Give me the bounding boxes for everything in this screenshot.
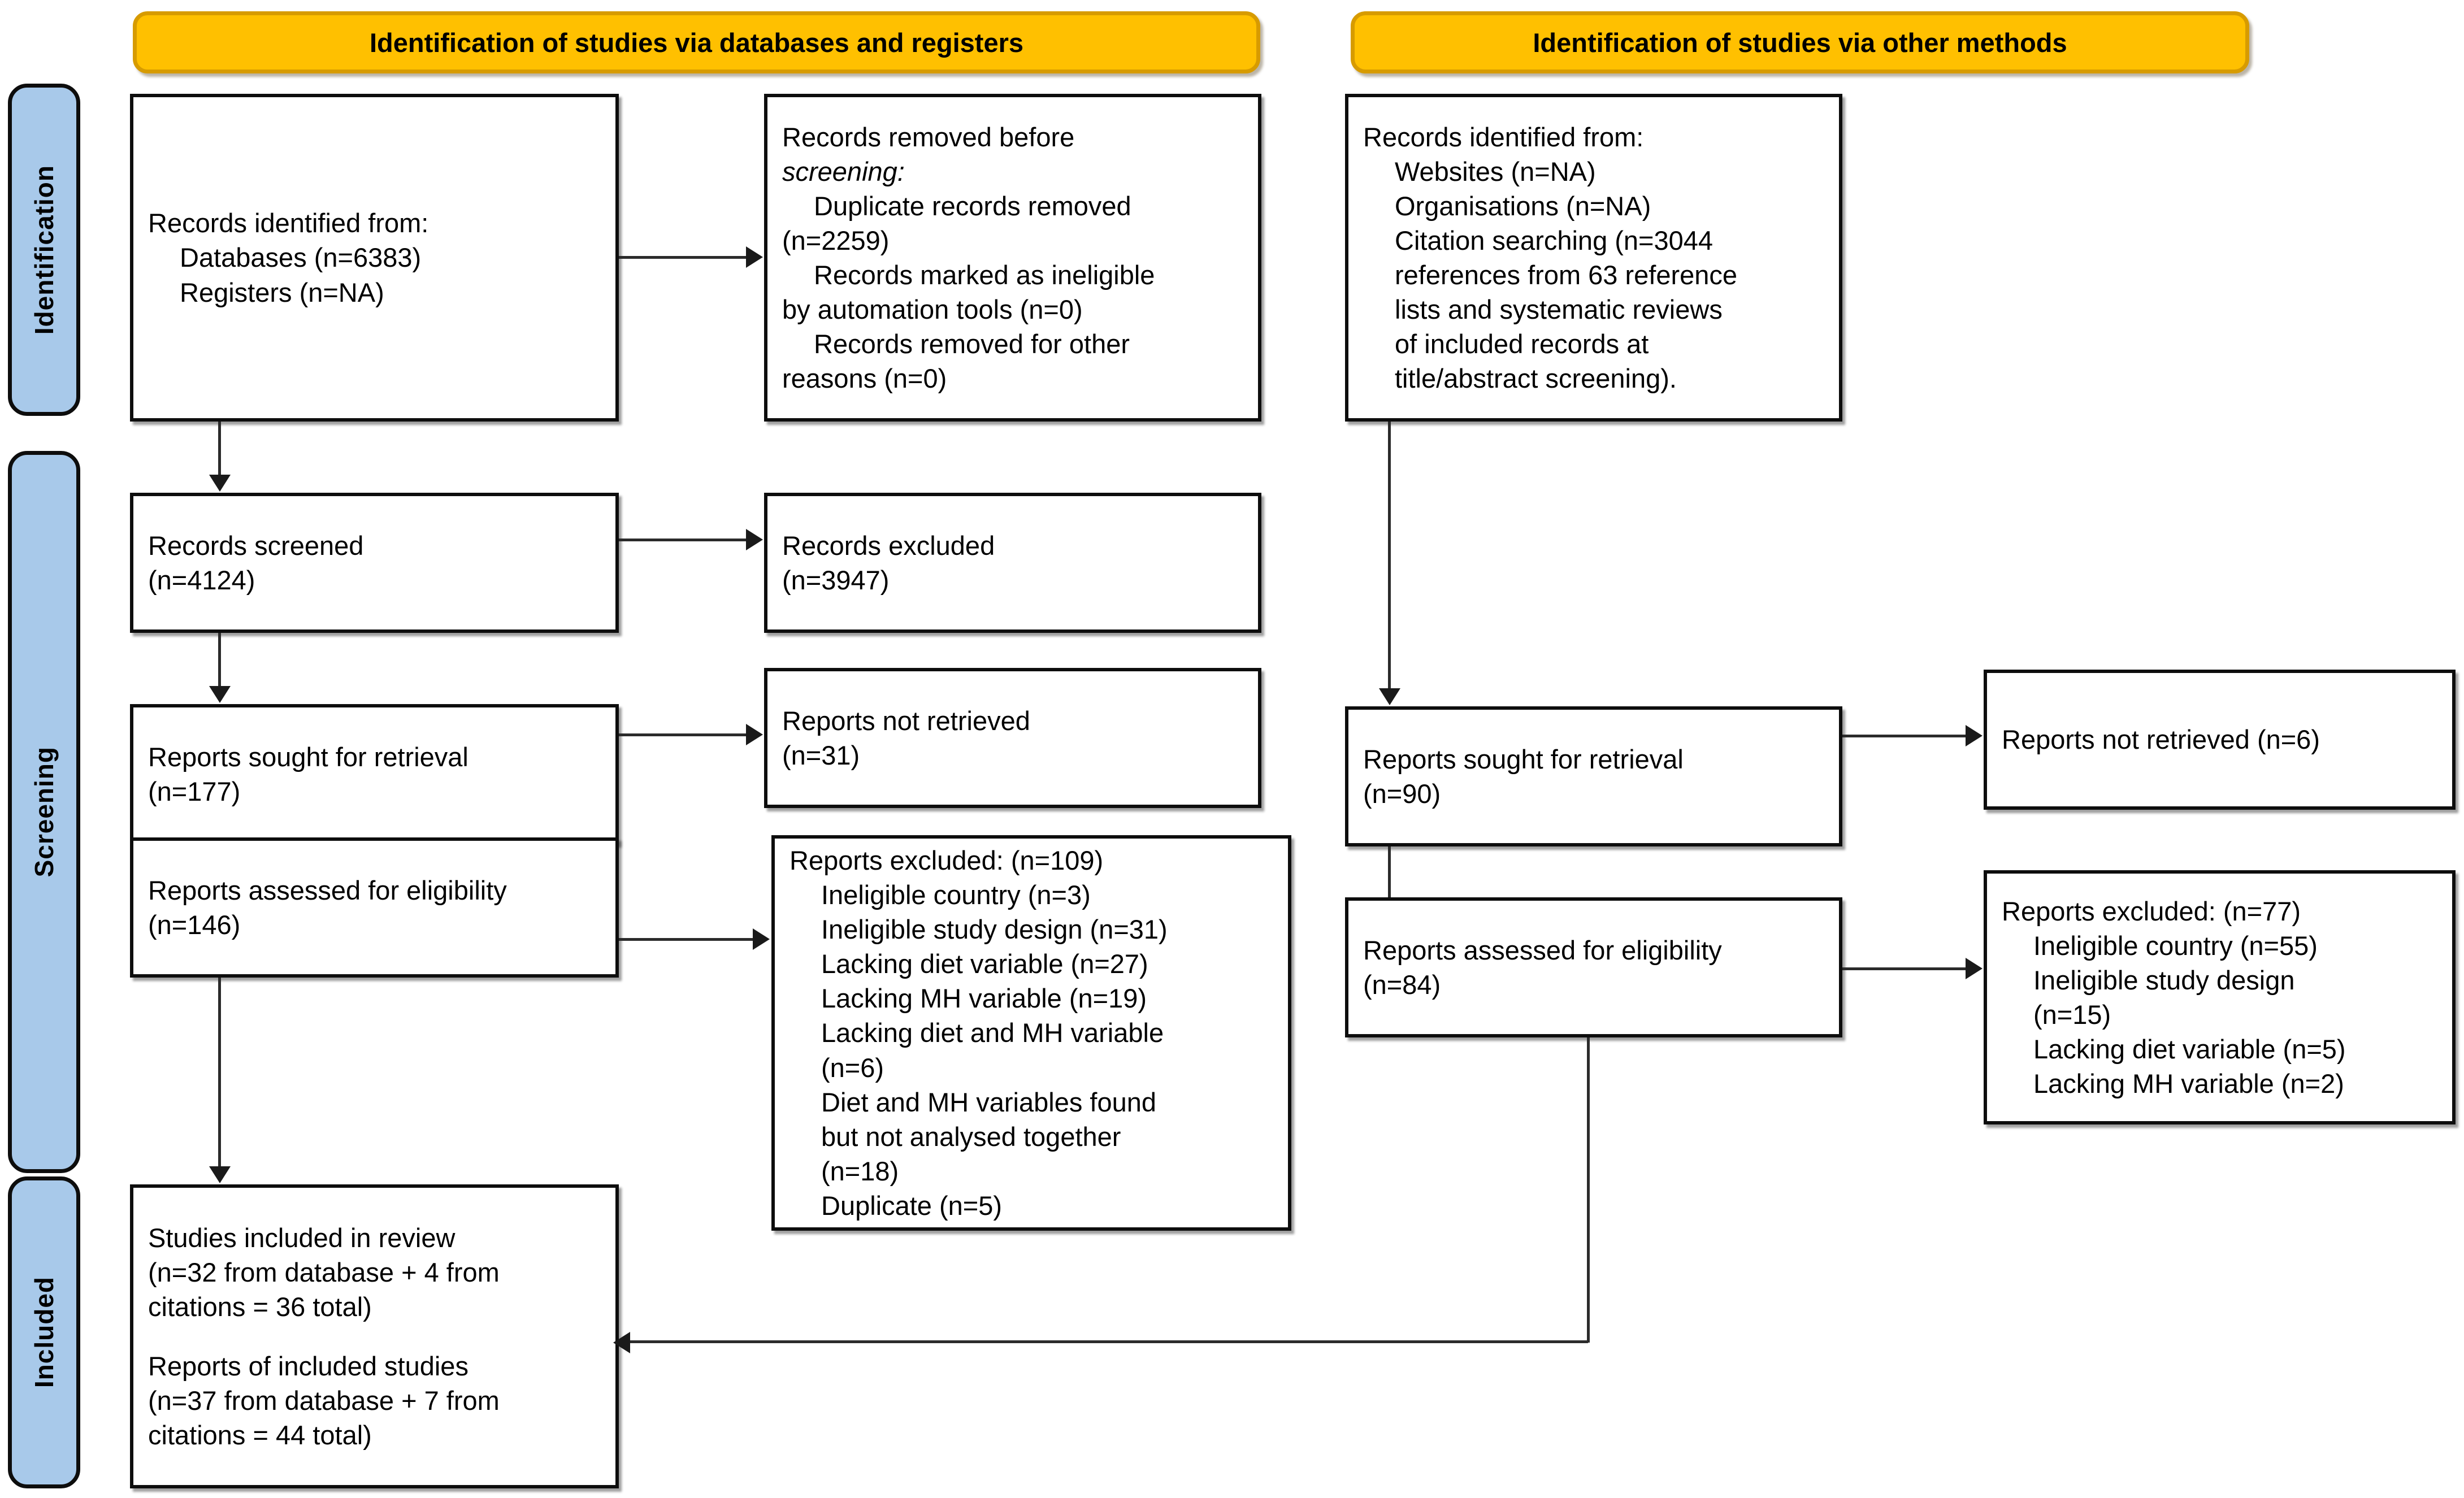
box-studies-included-in-review: Studies included in review (n=32 from da… bbox=[130, 1184, 619, 1488]
phase-included: Included bbox=[8, 1176, 80, 1488]
connector-identified-to-screened bbox=[218, 422, 221, 478]
header-other-methods: Identification of studies via other meth… bbox=[1351, 11, 2249, 73]
box-records-identified-databases: Records identified from: Databases (n=63… bbox=[130, 94, 619, 422]
connector-other-identified-to-sought bbox=[1388, 422, 1391, 692]
box-reports-excluded-databases: Reports excluded: (n=109) Ineligible cou… bbox=[771, 835, 1291, 1231]
records-identified-other-methods-text: Records identified from: Websites (n=NA)… bbox=[1363, 121, 1738, 394]
box-records-screened: Records screened (n=4124) bbox=[130, 493, 619, 633]
connector-screened-to-sought bbox=[218, 633, 221, 689]
connector-other-assessed-down bbox=[1587, 1037, 1590, 1343]
header-other-methods-label: Identification of studies via other meth… bbox=[1533, 27, 2067, 58]
records-removed-before-screening-text: Records removed before screening: Duplic… bbox=[782, 121, 1155, 394]
connector-other-sought-to-not-retrieved bbox=[1842, 735, 1968, 737]
box-reports-excluded-other: Reports excluded: (n=77) Ineligible coun… bbox=[1984, 870, 2456, 1124]
reports-not-retrieved-databases-text: Reports not retrieved (n=31) bbox=[782, 705, 1030, 770]
box-records-identified-other-methods: Records identified from: Websites (n=NA)… bbox=[1345, 94, 1842, 422]
studies-included-in-review-text: Studies included in review (n=32 from da… bbox=[133, 1221, 615, 1453]
arrowhead-identified-to-screened bbox=[209, 475, 231, 492]
connector-assessed-to-included bbox=[218, 978, 221, 1170]
arrowhead-other-assessed-to-included bbox=[613, 1332, 630, 1353]
arrowhead-other-assessed-to-excluded bbox=[1966, 958, 1983, 979]
connector-sought-to-not-retrieved bbox=[619, 733, 748, 736]
phase-screening-label: Screening bbox=[29, 746, 59, 878]
box-reports-sought-databases: Reports sought for retrieval (n=177) bbox=[130, 704, 619, 844]
reports-sought-other-text: Reports sought for retrieval (n=90) bbox=[1363, 744, 1684, 809]
reports-not-retrieved-other-text: Reports not retrieved (n=6) bbox=[2002, 724, 2320, 755]
arrowhead-screened-to-sought bbox=[209, 686, 231, 703]
arrowhead-identified-to-removed bbox=[746, 246, 763, 268]
reports-excluded-other-text: Reports excluded: (n=77) Ineligible coun… bbox=[2002, 896, 2346, 1099]
reports-excluded-databases-text: Reports excluded: (n=109) Ineligible cou… bbox=[789, 845, 1168, 1221]
box-reports-not-retrieved-other: Reports not retrieved (n=6) bbox=[1984, 670, 2456, 810]
arrowhead-screened-to-excluded bbox=[746, 529, 763, 550]
studies-included-spacer bbox=[148, 1324, 606, 1349]
connector-other-assessed-to-included bbox=[627, 1340, 1588, 1343]
reports-assessed-databases-text: Reports assessed for eligibility (n=146) bbox=[148, 875, 507, 940]
box-records-excluded: Records excluded (n=3947) bbox=[764, 493, 1261, 633]
box-reports-sought-other: Reports sought for retrieval (n=90) bbox=[1345, 706, 1842, 846]
header-databases-registers: Identification of studies via databases … bbox=[133, 11, 1260, 73]
connector-assessed-to-excluded bbox=[619, 938, 754, 941]
box-records-removed-before-screening: Records removed before screening: Duplic… bbox=[764, 94, 1261, 422]
phase-identification-label: Identification bbox=[29, 164, 59, 335]
arrowhead-assessed-to-excluded bbox=[753, 928, 770, 950]
arrowhead-other-sought-to-not-retrieved bbox=[1966, 725, 1983, 746]
phase-screening: Screening bbox=[8, 451, 80, 1173]
box-reports-not-retrieved-databases: Reports not retrieved (n=31) bbox=[764, 668, 1261, 808]
box-reports-assessed-other: Reports assessed for eligibility (n=84) bbox=[1345, 897, 1842, 1037]
connector-identified-to-removed bbox=[619, 256, 748, 259]
records-screened-text: Records screened (n=4124) bbox=[148, 530, 364, 595]
arrowhead-assessed-to-included bbox=[209, 1166, 231, 1183]
arrowhead-other-identified-to-sought bbox=[1379, 688, 1400, 705]
connector-other-assessed-to-excluded bbox=[1842, 967, 1968, 970]
header-databases-registers-label: Identification of studies via databases … bbox=[369, 27, 1024, 58]
box-reports-assessed-databases: Reports assessed for eligibility (n=146) bbox=[130, 837, 619, 978]
phase-included-label: Included bbox=[29, 1276, 59, 1388]
reports-assessed-other-text: Reports assessed for eligibility (n=84) bbox=[1363, 935, 1722, 1000]
connector-other-sought-to-assessed bbox=[1388, 846, 1391, 903]
records-excluded-text: Records excluded (n=3947) bbox=[782, 530, 995, 595]
phase-identification: Identification bbox=[8, 84, 80, 416]
records-identified-databases-text: Records identified from: Databases (n=63… bbox=[148, 208, 429, 307]
arrowhead-sought-to-not-retrieved bbox=[746, 724, 763, 745]
connector-screened-to-excluded bbox=[619, 539, 748, 541]
reports-sought-databases-text: Reports sought for retrieval (n=177) bbox=[148, 741, 468, 806]
